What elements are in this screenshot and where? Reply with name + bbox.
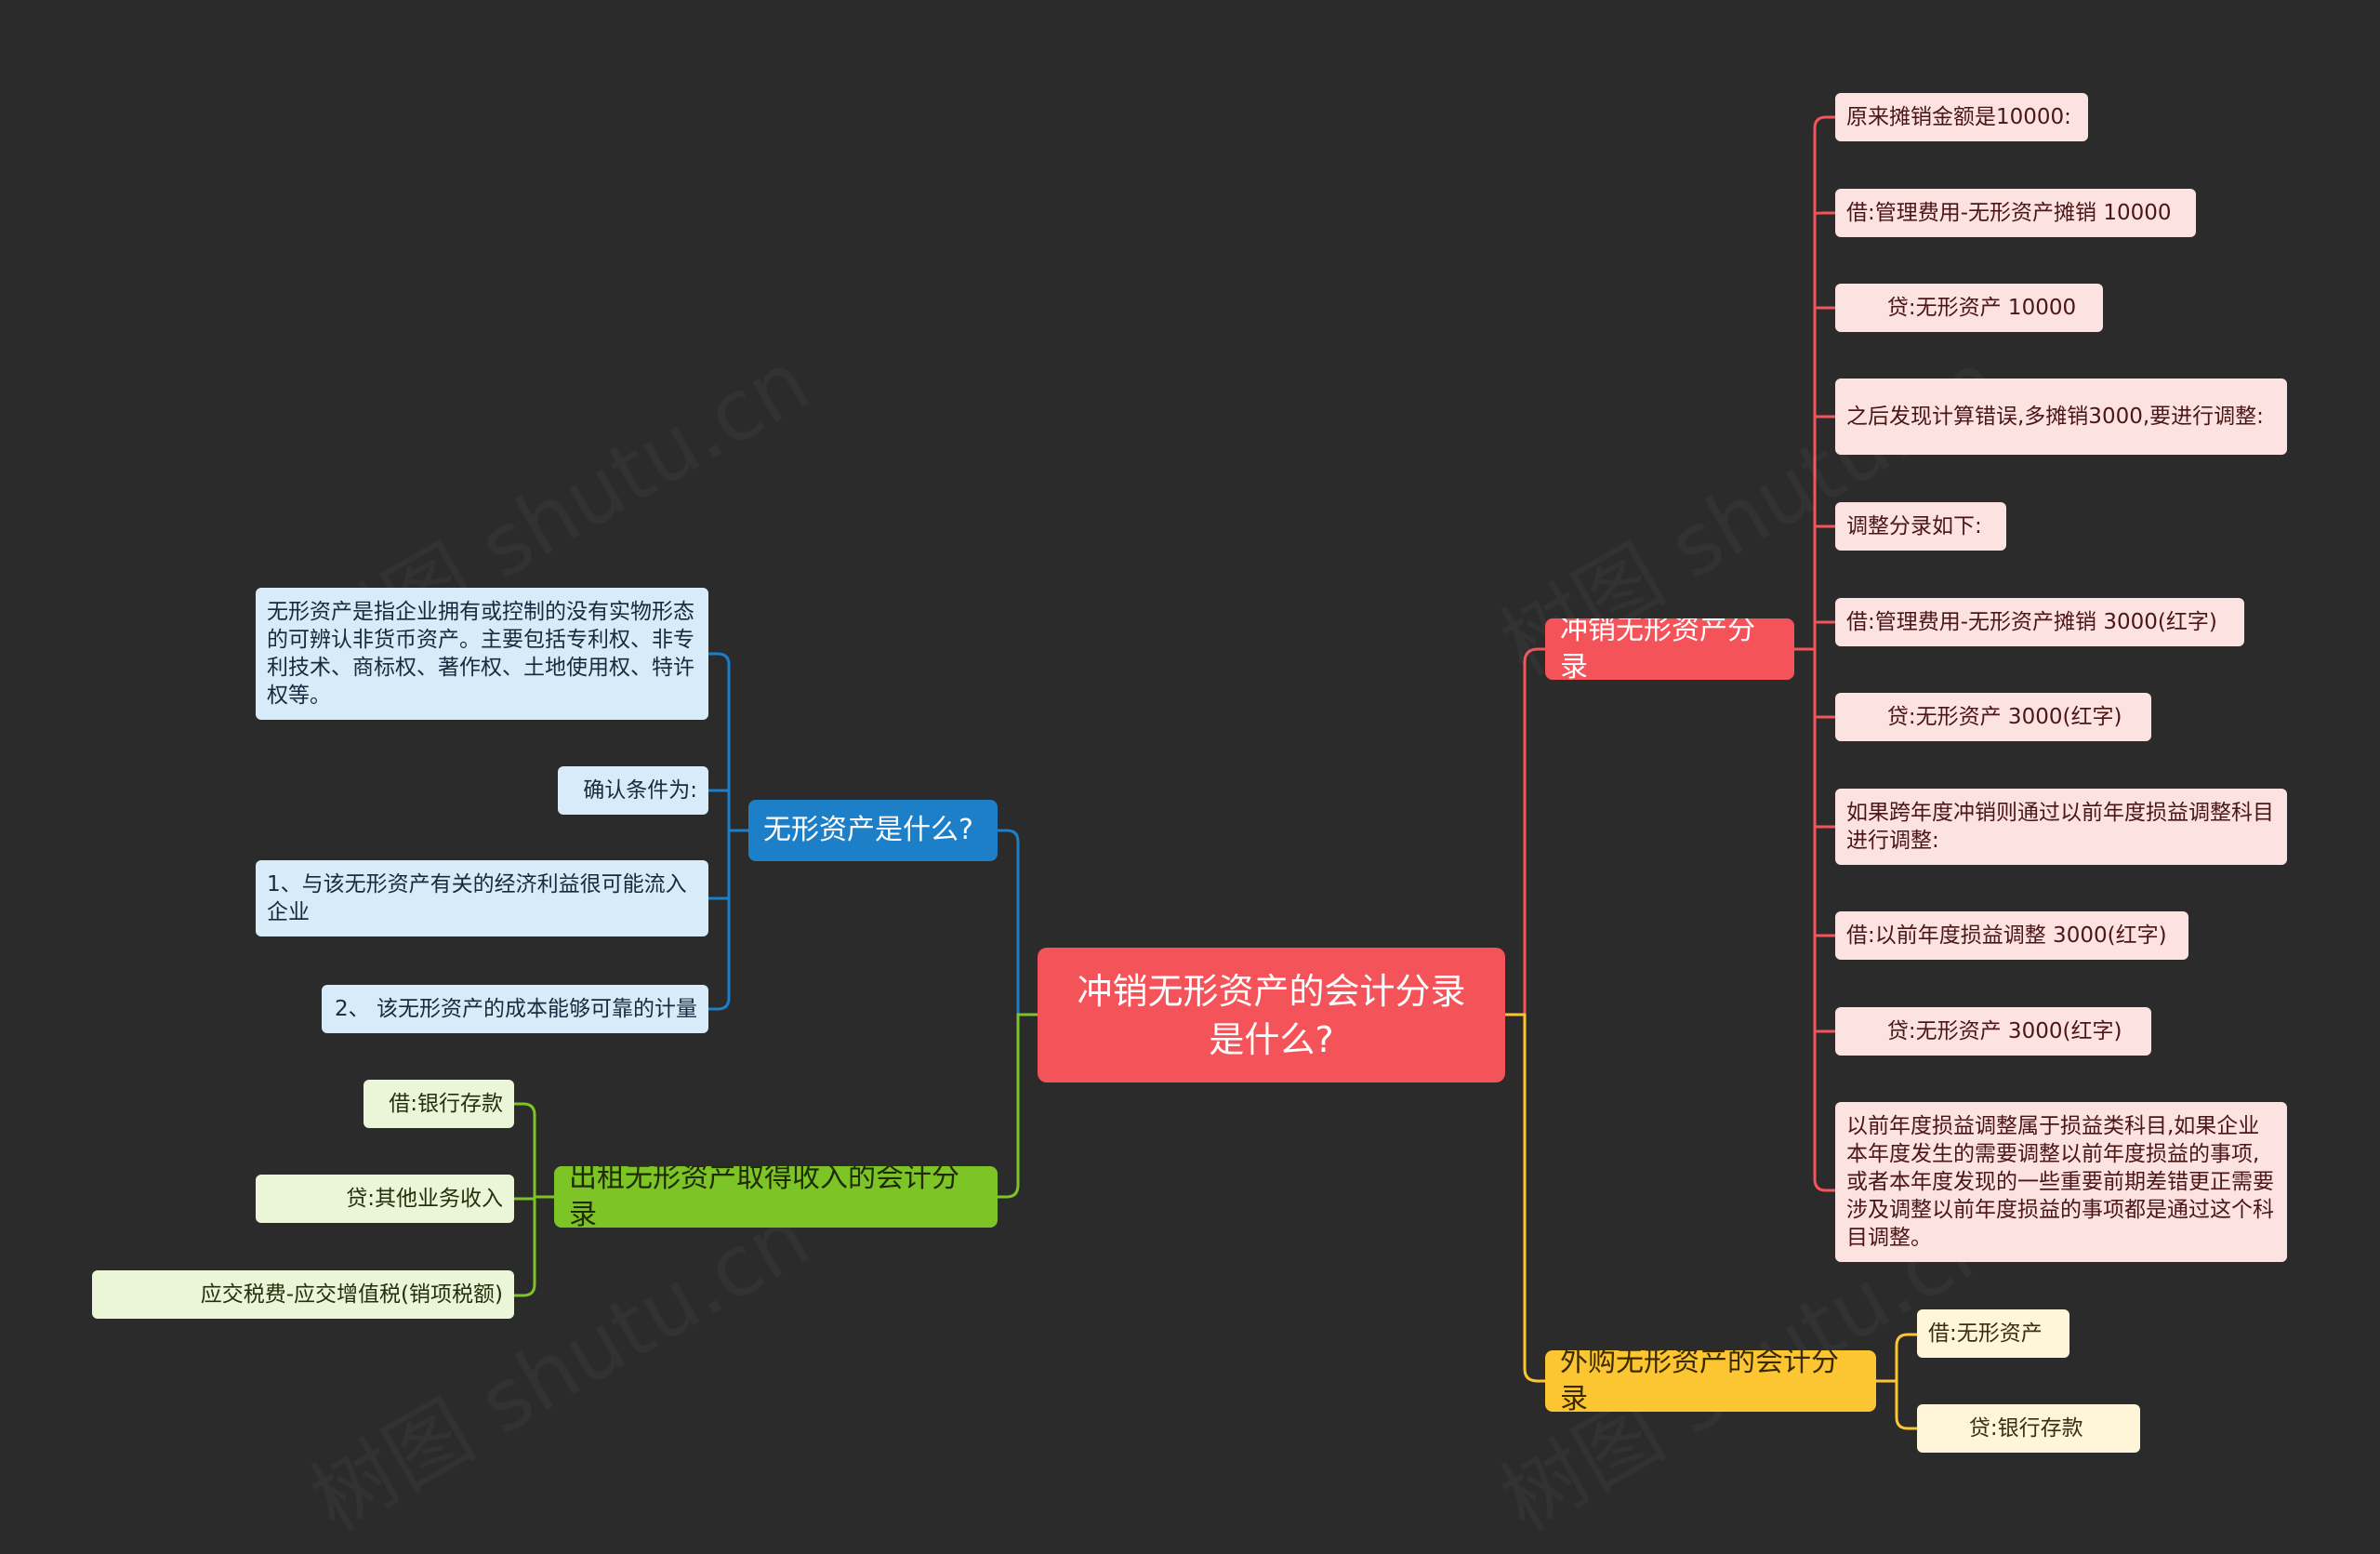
branch-purchased-intangible[interactable]: 外购无形资产的会计分录: [1545, 1350, 1876, 1412]
branch-write-off-entries[interactable]: 冲销无形资产分录: [1545, 618, 1794, 680]
leaf-credit-red-ink[interactable]: 贷:无形资产 3000(红字): [1835, 693, 2151, 741]
link-central-blue: [998, 829, 1038, 1016]
branch-lease-income-entries[interactable]: 出租无形资产取得收入的会计分录: [554, 1166, 998, 1228]
leaf-credit-other-income[interactable]: 贷:其他业务收入: [256, 1175, 514, 1223]
leaf-credit-prior-year[interactable]: 贷:无形资产 3000(红字): [1835, 1007, 2151, 1056]
links-red-children: [1794, 115, 1835, 1192]
branch-what-is-intangible[interactable]: 无形资产是什么?: [748, 800, 998, 861]
central-topic[interactable]: 冲销无形资产的会计分录 是什么?: [1038, 948, 1505, 1082]
link-central-green: [998, 1013, 1038, 1199]
link-central-yellow: [1505, 1013, 1545, 1383]
link-central-red: [1505, 647, 1545, 1016]
leaf-condition-two[interactable]: 2、 该无形资产的成本能够可靠的计量: [322, 985, 708, 1033]
leaf-debit-intangible[interactable]: 借:无形资产: [1917, 1309, 2069, 1358]
links-yellow-children: [1876, 1333, 1917, 1430]
leaf-intangible-definition[interactable]: 无形资产是指企业拥有或控制的没有实物形态的可辨认非货币资产。主要包括专利权、非专…: [256, 588, 708, 720]
leaf-credit-bank-deposit[interactable]: 贷:银行存款: [1917, 1404, 2140, 1453]
leaf-debit-red-ink[interactable]: 借:管理费用-无形资产摊销 3000(红字): [1835, 598, 2244, 646]
leaf-debit-bank-deposit[interactable]: 借:银行存款: [364, 1080, 514, 1128]
leaf-credit-intangible[interactable]: 贷:无形资产 10000: [1835, 284, 2103, 332]
leaf-prior-year-explanation[interactable]: 以前年度损益调整属于损益类科目,如果企业本年度发生的需要调整以前年度损益的事项,…: [1835, 1102, 2287, 1262]
leaf-calculation-error[interactable]: 之后发现计算错误,多摊销3000,要进行调整:: [1835, 379, 2287, 455]
links-green-children: [514, 1102, 554, 1297]
leaf-cross-year-adjust[interactable]: 如果跨年度冲销则通过以前年度损益调整科目进行调整:: [1835, 789, 2287, 865]
leaf-debit-admin-expense[interactable]: 借:管理费用-无形资产摊销 10000: [1835, 189, 2196, 237]
links-blue-children: [708, 652, 748, 1011]
leaf-original-amortization[interactable]: 原来摊销金额是10000:: [1835, 93, 2088, 141]
leaf-recognition-conditions[interactable]: 确认条件为:: [558, 766, 708, 815]
leaf-debit-prior-year[interactable]: 借:以前年度损益调整 3000(红字): [1835, 911, 2188, 960]
leaf-vat-output[interactable]: 应交税费-应交增值税(销项税额): [92, 1270, 514, 1319]
leaf-adjust-entries[interactable]: 调整分录如下:: [1835, 502, 2006, 551]
leaf-condition-one[interactable]: 1、与该无形资产有关的经济利益很可能流入企业: [256, 860, 708, 936]
